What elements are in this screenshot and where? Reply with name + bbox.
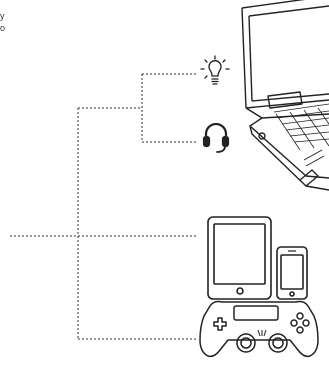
- laptop-icon: [242, 0, 329, 190]
- smartphone-icon: [277, 247, 307, 299]
- headset-icon: [204, 124, 228, 152]
- lightbulb-icon: [201, 56, 229, 84]
- tablet-icon: [208, 217, 271, 299]
- connector-lines: [10, 74, 198, 339]
- game-controller-icon: [200, 302, 318, 357]
